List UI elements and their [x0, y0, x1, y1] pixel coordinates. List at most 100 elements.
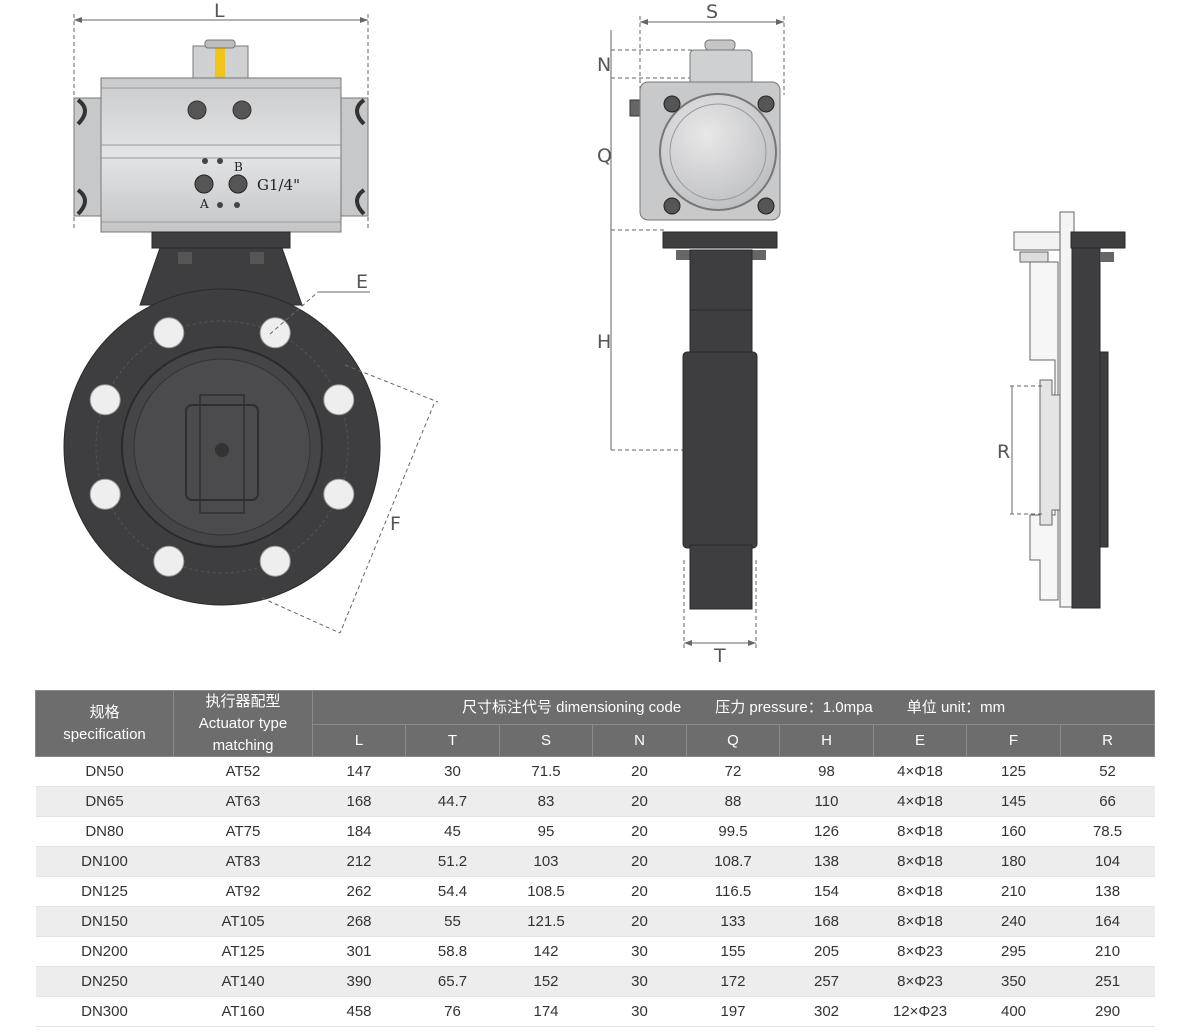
table-cell: 71.5 — [499, 756, 593, 788]
valve-neck-lower — [689, 309, 753, 353]
table-cell: 110 — [779, 786, 874, 818]
table-cell: 155 — [686, 936, 780, 968]
table-cell: AT75 — [173, 816, 313, 848]
actuator-header-en2: matching — [212, 736, 274, 754]
actuator-body — [73, 77, 369, 233]
table-cell: 302 — [779, 996, 874, 1028]
table-cell: 8×Φ23 — [873, 966, 967, 998]
table-cell: 30 — [405, 756, 500, 788]
table-cell: 12×Φ23 — [873, 996, 967, 1028]
dim-E-label: E — [356, 271, 368, 293]
table-cell: 30 — [592, 936, 687, 968]
dim-F-label: F — [390, 513, 401, 535]
table-cell: 4×Φ18 — [873, 756, 967, 788]
table-cell: 8×Φ18 — [873, 846, 967, 878]
table-cell: 88 — [686, 786, 780, 818]
table-cell: 20 — [592, 876, 687, 908]
table-cell: 210 — [1060, 936, 1155, 968]
table-cell: 133 — [686, 906, 780, 938]
valve-neck-side — [689, 249, 753, 311]
mounting-plate — [151, 231, 291, 249]
table-cell: 240 — [966, 906, 1061, 938]
table-cell: 95 — [499, 816, 593, 848]
column-header-s: S — [499, 724, 593, 758]
table-cell: 212 — [312, 846, 406, 878]
table-cell: 295 — [966, 936, 1061, 968]
table-cell: 142 — [499, 936, 593, 968]
table-cell: 103 — [499, 846, 593, 878]
table-cell: 44.7 — [405, 786, 500, 818]
column-header-l: L — [312, 724, 406, 758]
bolt-icon — [259, 317, 291, 349]
table-cell: 210 — [966, 876, 1061, 908]
actuator-header-en1: Actuator type — [198, 714, 288, 732]
table-cell: DN300 — [35, 996, 174, 1028]
table-cell: DN50 — [35, 756, 174, 788]
table-cell: AT105 — [173, 906, 313, 938]
dimension-header: 尺寸标注代号 dimensioning code — [461, 698, 682, 716]
column-header-t: T — [405, 724, 500, 758]
table-cell: DN65 — [35, 786, 174, 818]
column-header-q: Q — [686, 724, 780, 758]
table-cell: 138 — [779, 846, 874, 878]
pressure-header: 压力 pressure：1.0mpa — [715, 698, 873, 716]
table-cell: DN150 — [35, 906, 174, 938]
table-cell: 164 — [1060, 906, 1155, 938]
table-cell: 168 — [312, 786, 406, 818]
column-header-e: E — [873, 724, 967, 758]
table-cell: 99.5 — [686, 816, 780, 848]
dim-N-label: N — [597, 54, 611, 76]
table-cell: AT83 — [173, 846, 313, 878]
table-cell: 20 — [592, 756, 687, 788]
table-cell: AT92 — [173, 876, 313, 908]
table-cell: 152 — [499, 966, 593, 998]
table-cell: 20 — [592, 786, 687, 818]
dimension-lines — [610, 16, 785, 648]
table-cell: DN100 — [35, 846, 174, 878]
table-cell: 54.4 — [405, 876, 500, 908]
table-cell: 180 — [966, 846, 1061, 878]
table-cell: 458 — [312, 996, 406, 1028]
dim-Q-label: Q — [597, 145, 612, 167]
spec-header-en: specification — [63, 725, 146, 743]
table-cell: 83 — [499, 786, 593, 818]
table-cell: 72 — [686, 756, 780, 788]
table-cell: 174 — [499, 996, 593, 1028]
port-a-icon — [194, 174, 214, 194]
table-cell: 20 — [592, 846, 687, 878]
dimension-code-header: 尺寸标注代号 dimensioning code 压力 pressure：1.0m… — [311, 689, 1156, 726]
table-cell: 197 — [686, 996, 780, 1028]
port-b-icon — [228, 174, 248, 194]
column-header-f: F — [966, 724, 1061, 758]
column-header-n: N — [592, 724, 687, 758]
table-cell: 205 — [779, 936, 874, 968]
table-cell: 172 — [686, 966, 780, 998]
table-cell: 257 — [779, 966, 874, 998]
table-cell: 52 — [1060, 756, 1155, 788]
table-cell: 390 — [312, 966, 406, 998]
table-cell: DN250 — [35, 966, 174, 998]
table-cell: 154 — [779, 876, 874, 908]
table-cell: 58.8 — [405, 936, 500, 968]
dim-H-label: H — [597, 331, 611, 353]
dim-S-label: S — [706, 1, 718, 23]
bolt-icon — [323, 478, 355, 510]
valve-body-side — [682, 351, 758, 549]
actuator-header-cn: 执行器配型 — [205, 693, 281, 710]
table-cell: 8×Φ18 — [873, 876, 967, 908]
table-cell: 147 — [312, 756, 406, 788]
table-cell: DN80 — [35, 816, 174, 848]
bolt-icon — [153, 317, 185, 349]
table-cell: 66 — [1060, 786, 1155, 818]
